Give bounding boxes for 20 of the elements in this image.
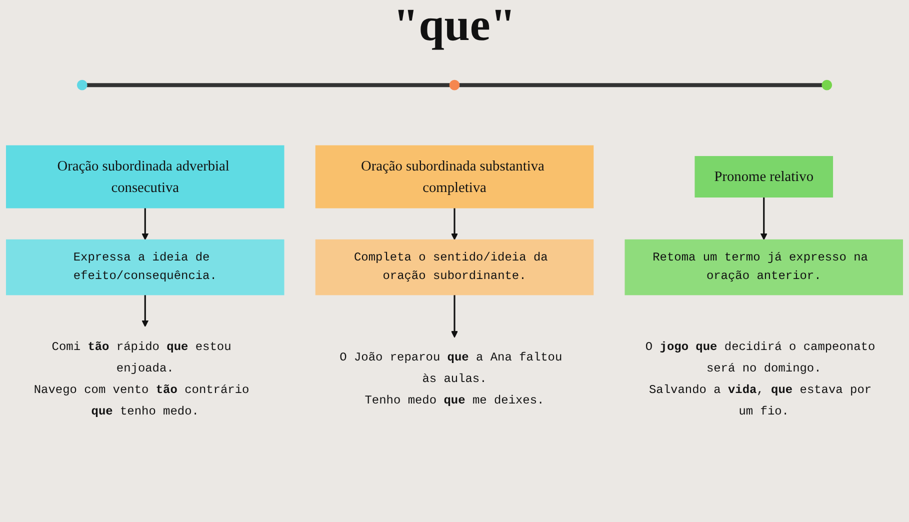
- node-text: O jogo que decidirá o campeonato será no domingo. Salvando a vida, que estava por um fio.: [645, 340, 876, 418]
- arrow: [142, 208, 149, 240]
- connector: [459, 83, 822, 88]
- arrow: [760, 197, 768, 240]
- connector: [86, 83, 450, 88]
- arrow: [451, 208, 458, 240]
- node-circle: [76, 80, 88, 90]
- node-text: Comi tão rápido que estou enjoada. Navego com vento tão contrário que tenho medo.: [34, 340, 250, 418]
- arrow: [451, 294, 458, 338]
- node-circle: [822, 80, 832, 90]
- node-box: Oração subordinada substantiva completiva: [315, 145, 594, 208]
- node-box: Oração subordinada adverbial consecutiva: [6, 145, 284, 208]
- node-box: Retoma um termo já expresso na oração anterior.: [624, 239, 904, 296]
- node-box: Pronome relativo: [694, 156, 834, 198]
- node-box: Expressa a ideia de efeito/consequência.: [6, 239, 284, 296]
- node-box: Completa o sentido/ideia da oração subordinante.: [315, 239, 594, 296]
- arrow: [142, 294, 149, 327]
- title: "que": [392, 0, 517, 50]
- node-text: O João reparou que a Ana faltou às aulas. Tenho medo que me deixes.: [340, 351, 562, 408]
- node-circle: [449, 80, 460, 90]
